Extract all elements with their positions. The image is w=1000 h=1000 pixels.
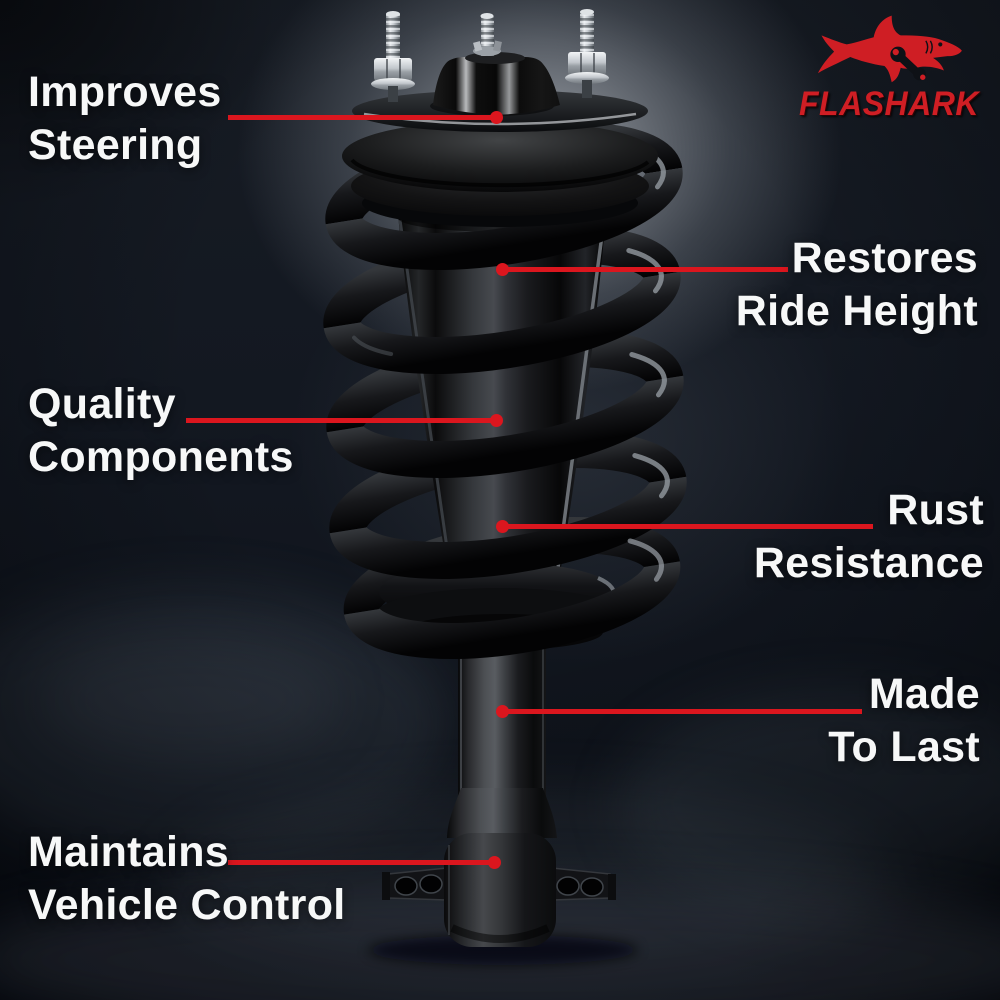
callout-made-to-last: Made To Last xyxy=(828,668,980,774)
callout-line: Maintains xyxy=(28,828,230,876)
lower-mount-bracket xyxy=(382,833,616,947)
stud-center xyxy=(473,13,502,56)
callout-dot xyxy=(490,414,503,427)
callout-improves-steering: Improves Steering xyxy=(28,66,222,172)
callout-dot xyxy=(496,263,509,276)
callout-dot xyxy=(496,520,509,533)
callout-line: Restores xyxy=(791,234,978,282)
callout-dot xyxy=(490,111,503,124)
shark-with-wrench-icon xyxy=(817,15,962,83)
callout-line: Made xyxy=(868,670,980,718)
callout-line: Quality xyxy=(28,380,176,428)
callout-line: Rust xyxy=(887,486,984,534)
callout-rust-resistance: Rust Resistance xyxy=(754,484,984,590)
callout-line: Improves xyxy=(28,68,222,116)
callout-line: Resistance xyxy=(753,539,984,587)
callout-line: Vehicle Control xyxy=(28,881,346,929)
leader-line-made-to-last xyxy=(496,705,862,718)
leader-line-improves-steering xyxy=(228,111,503,124)
stud-right xyxy=(565,9,609,98)
callout-restores-ride-height: Restores Ride Height xyxy=(736,232,978,338)
callout-quality-components: Quality Components xyxy=(28,378,294,484)
callout-dot xyxy=(496,705,509,718)
mount-dome-cap xyxy=(433,52,560,115)
stud-left xyxy=(371,11,415,102)
brand-name: FLASHARK xyxy=(799,83,979,123)
callout-line: To Last xyxy=(828,723,980,771)
callout-maintains-vehicle-control: Maintains Vehicle Control xyxy=(28,826,346,932)
callout-line: Ride Height xyxy=(735,287,978,335)
brand-logo: FLASHARK xyxy=(794,12,984,122)
callout-line: Components xyxy=(28,433,294,481)
callout-dot xyxy=(488,856,501,869)
callout-line: Steering xyxy=(28,121,203,169)
